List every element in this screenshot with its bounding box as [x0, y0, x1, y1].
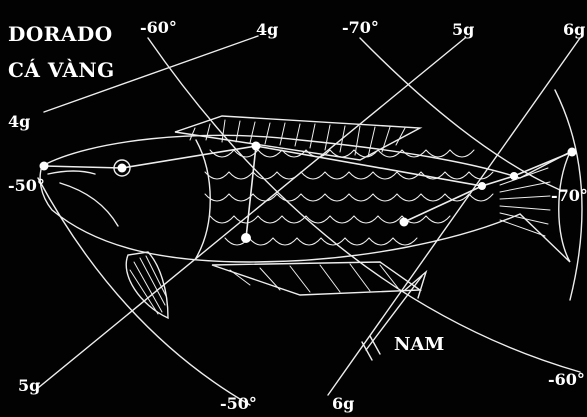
- label-top-4g: 4g: [256, 22, 278, 38]
- anal-fin-rays: [230, 264, 398, 292]
- star: [400, 218, 409, 227]
- star: [40, 162, 49, 171]
- fish-mouth-2: [48, 171, 95, 174]
- label-bottom-6g: 6g: [332, 396, 354, 412]
- label-top-6g: 6g: [563, 22, 585, 38]
- star: [478, 182, 486, 190]
- label-direction-south: NAM: [394, 336, 444, 354]
- declination-arc-minus-60: [148, 38, 580, 372]
- star: [241, 233, 251, 243]
- star: [118, 164, 127, 173]
- fish-mouth: [60, 183, 118, 226]
- declination-arc-minus-70: [360, 38, 560, 190]
- label-top-minus-70: -70°: [342, 20, 379, 36]
- fish-gill-line: [196, 140, 210, 258]
- star: [510, 172, 518, 180]
- fish-scales: [205, 150, 493, 245]
- label-bottom-right-minus-60: -60°: [548, 372, 585, 388]
- label-bottom-minus-50: -50°: [220, 396, 257, 412]
- star: [568, 148, 577, 157]
- label-bottom-5g: 5g: [18, 378, 40, 394]
- south-arrow-tail: [362, 336, 380, 360]
- label-left-minus-50: -50°: [8, 178, 45, 194]
- label-left-4g: 4g: [8, 114, 30, 130]
- constellation-name-latin: DORADO: [8, 24, 113, 44]
- label-right-minus-70: -70°: [551, 188, 587, 204]
- label-top-5g: 5g: [452, 22, 474, 38]
- star: [252, 142, 261, 151]
- constellation-name-vietnamese: CÁ VÀNG: [8, 60, 115, 80]
- anal-fin: [212, 262, 420, 295]
- ra-line-6g: [328, 38, 580, 395]
- label-top-minus-60: -60°: [140, 20, 177, 36]
